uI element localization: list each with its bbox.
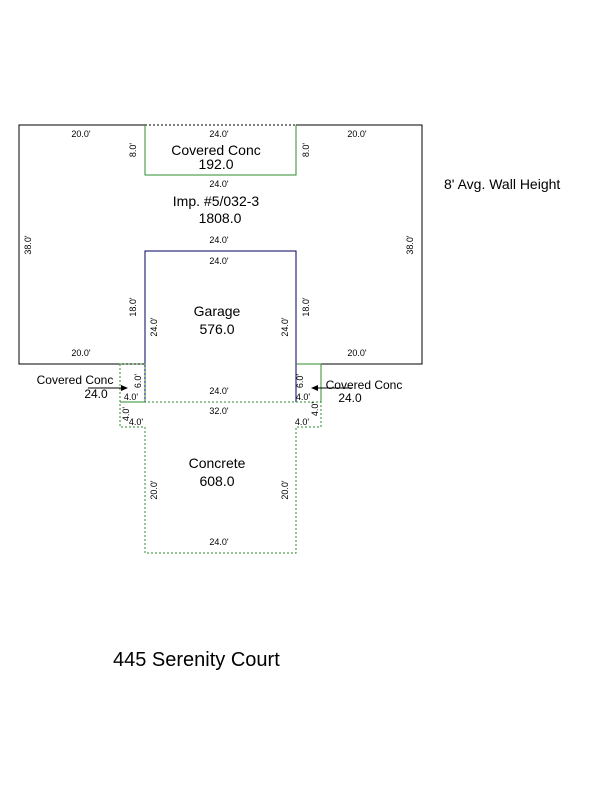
concrete-name: Concrete <box>189 455 246 471</box>
dim-covered-left-bottom: 4.0' <box>124 392 139 402</box>
covered-top-outline <box>144 125 297 176</box>
dim-concrete-bottom: 24.0' <box>209 537 229 547</box>
dim-top-right: 20.0' <box>347 129 367 139</box>
dim-covered-right-side: 6.0' <box>295 374 305 389</box>
covered-top-area: 192.0 <box>198 156 233 172</box>
covered-left-name: Covered Conc <box>37 373 114 387</box>
dim-covered-top-bottom: 24.0' <box>209 179 229 189</box>
dim-concrete-left-step: 4.0' <box>129 417 144 427</box>
dim-concrete-right: 20.0' <box>280 480 290 500</box>
dim-concrete-left-short: 4.0' <box>121 407 131 422</box>
dim-covered-top-left: 8.0' <box>128 143 138 158</box>
concrete-outline <box>119 401 322 554</box>
dim-left-notch: 18.0' <box>128 297 138 317</box>
dim-covered-right-bottom: 4.0' <box>296 392 311 402</box>
wall-height-note: 8' Avg. Wall Height <box>444 176 560 192</box>
dim-right-notch: 18.0' <box>301 297 311 317</box>
dim-covered-left-side: 6.0' <box>133 374 143 389</box>
main-area-value: 1808.0 <box>199 210 242 226</box>
dim-concrete-right-short: 4.0' <box>310 402 320 417</box>
covered-right-outline <box>296 363 322 402</box>
garage-area: 576.0 <box>199 321 234 337</box>
dim-right-side: 38.0' <box>405 235 415 255</box>
covered-top-name: Covered Conc <box>171 142 261 158</box>
covered-left-area: 24.0 <box>84 387 108 401</box>
covered-right-name: Covered Conc <box>326 378 403 392</box>
property-address: 445 Serenity Court <box>113 649 280 671</box>
dim-concrete-top: 32.0' <box>209 406 229 416</box>
dim-garage-right: 24.0' <box>280 317 290 337</box>
main-area-name: Imp. #5/032-3 <box>173 193 260 209</box>
dim-covered-top-top: 24.0' <box>209 129 229 139</box>
dim-top-left: 20.0' <box>71 129 91 139</box>
dim-bottom-right: 20.0' <box>347 348 367 358</box>
dim-concrete-left: 20.0' <box>149 480 159 500</box>
covered-left-arrow-head <box>121 385 128 391</box>
dim-garage-left: 24.0' <box>149 317 159 337</box>
dim-garage-bottom: 24.0' <box>209 386 229 396</box>
dim-left-side: 38.0' <box>23 235 33 255</box>
covered-left-outline <box>119 363 146 403</box>
concrete-area: 608.0 <box>199 473 234 489</box>
dim-garage-top-outer: 24.0' <box>209 235 229 245</box>
dim-bottom-left: 20.0' <box>71 348 91 358</box>
covered-right-area: 24.0 <box>338 391 362 405</box>
covered-right-arrow-head <box>311 385 318 391</box>
dim-concrete-right-step: 4.0' <box>295 417 310 427</box>
dim-covered-top-right: 8.0' <box>301 143 311 158</box>
dim-garage-top-inner: 24.0' <box>209 256 229 266</box>
garage-name: Garage <box>194 303 241 319</box>
